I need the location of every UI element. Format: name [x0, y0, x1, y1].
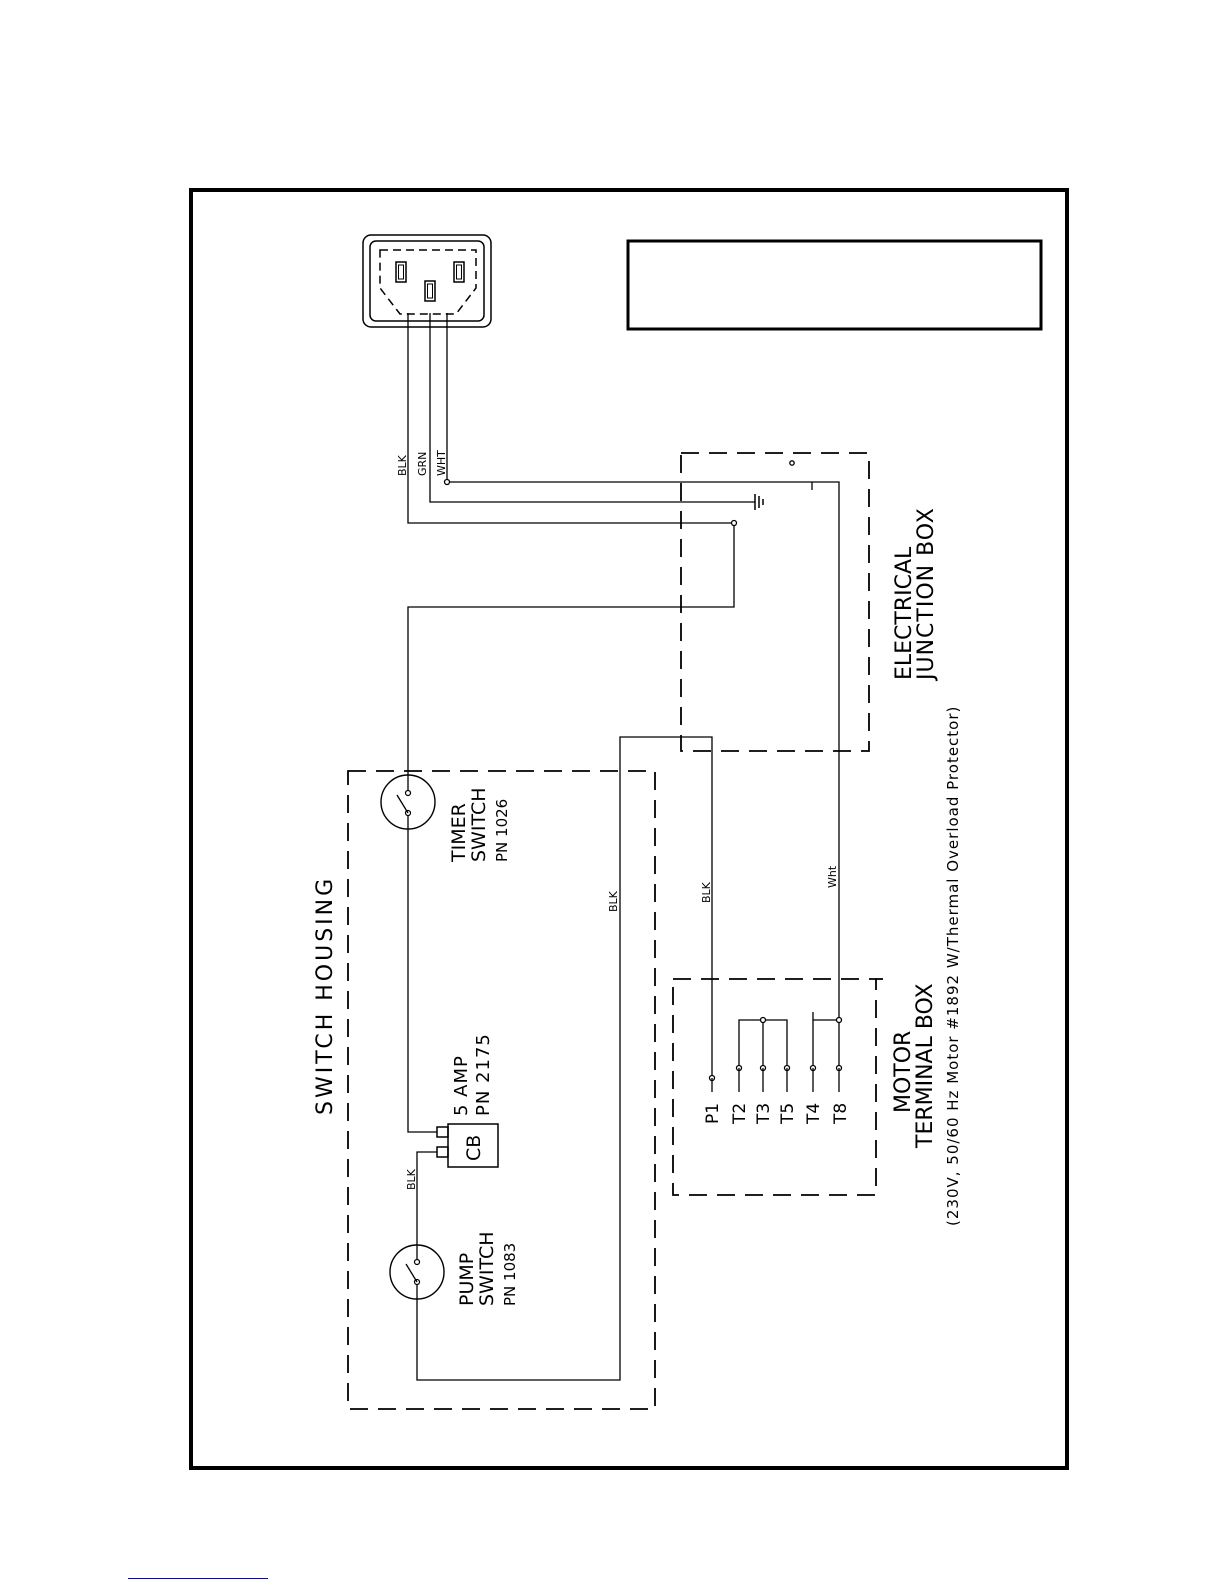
terminal-label-t4: T4: [804, 1103, 824, 1125]
breaker-amp-label: 5 AMP: [451, 1055, 472, 1116]
wire-grn-ground: [430, 313, 755, 502]
terminal-label-t3: T3: [754, 1103, 774, 1125]
timer-switch-label-1: TIMER: [448, 803, 470, 863]
switch-housing-label: SWITCH HOUSING: [313, 876, 338, 1115]
terminal-label-p1: P1: [703, 1103, 723, 1124]
pump-switch-label-2: SWITCH: [476, 1232, 498, 1307]
motor-box-label-2: TERMINAL BOX: [913, 983, 938, 1149]
wire-wht-main: [447, 313, 839, 1068]
pump-switch-pn: PN 1083: [501, 1243, 519, 1306]
wire-label-blk-inlet: BLK: [396, 454, 409, 476]
wire-label-blk-p1: BLK: [700, 881, 713, 903]
wire-blk-main: [408, 313, 734, 793]
motor-terminal-dots: [710, 1066, 842, 1081]
motor-terminal-labels: P1 T2 T3 T5 T4 T8: [703, 1103, 851, 1125]
timer-switch-pn: PN 1026: [493, 799, 511, 862]
motor-terminal-box: [673, 979, 876, 1195]
terminal-label-t8: T8: [831, 1103, 851, 1125]
junction-box: [681, 453, 869, 751]
terminal-label-t5: T5: [778, 1103, 798, 1125]
wire-label-wht-inlet: WHT: [435, 450, 448, 476]
switch-housing-box: [348, 771, 655, 1409]
motor-note: (230V, 50/60 Hz Motor #1892 W/Thermal Ov…: [944, 706, 962, 1226]
ground-symbol: [755, 494, 763, 510]
power-inlet-connector: [363, 235, 491, 327]
jumper-t4-t8: [813, 1020, 839, 1068]
wire-label-wht-motor: Wht: [826, 865, 839, 888]
note-box: [628, 241, 1041, 329]
footer-link-underline: [128, 1578, 268, 1579]
wire-label-blk-pump-cb: BLK: [405, 1168, 418, 1190]
outer-frame: [191, 190, 1067, 1468]
wire-label-blk-return: BLK: [607, 890, 620, 912]
timer-switch-label-2: SWITCH: [468, 788, 490, 863]
junction-dots: [445, 461, 842, 1023]
terminal-label-t2: T2: [730, 1103, 750, 1125]
pump-switch-label-1: PUMP: [456, 1253, 478, 1306]
wire-label-grn: GRN: [416, 452, 429, 476]
breaker-label: CB: [463, 1135, 485, 1161]
wire-timer-to-cb: [408, 813, 437, 1132]
junction-box-label-2: JUNCTION BOX: [914, 507, 939, 682]
breaker-pn-label: PN 2175: [473, 1033, 494, 1116]
